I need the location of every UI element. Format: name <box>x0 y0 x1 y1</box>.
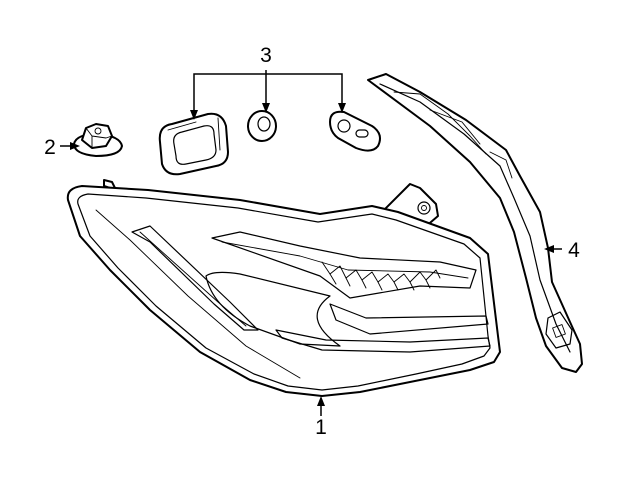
callout-1-leader <box>317 396 325 416</box>
callout-4-leader <box>544 245 562 253</box>
lamp-middle-light-bar <box>329 303 489 335</box>
callout-number-2: 2 <box>44 136 56 159</box>
callout-number-4: 4 <box>568 239 580 262</box>
hex-flange-nut <box>73 123 123 157</box>
lamp-lens-outline <box>77 193 491 391</box>
round-grommet <box>247 110 277 142</box>
tail-lamp-assembly <box>66 179 501 397</box>
lamp-gasket <box>367 73 583 373</box>
lamp-upper-light-bar <box>211 231 477 299</box>
lamp-diagonal-strip <box>131 225 259 331</box>
callout-2-leader <box>60 142 80 150</box>
callout-number-3: 3 <box>260 44 272 67</box>
oval-seal-grommet <box>329 110 381 152</box>
square-seal-grommet <box>158 112 229 176</box>
lamp-housing <box>66 185 501 397</box>
callout-3-leader <box>190 70 346 120</box>
lamp-led-segments <box>321 261 441 291</box>
callout-number-1: 1 <box>315 416 327 439</box>
